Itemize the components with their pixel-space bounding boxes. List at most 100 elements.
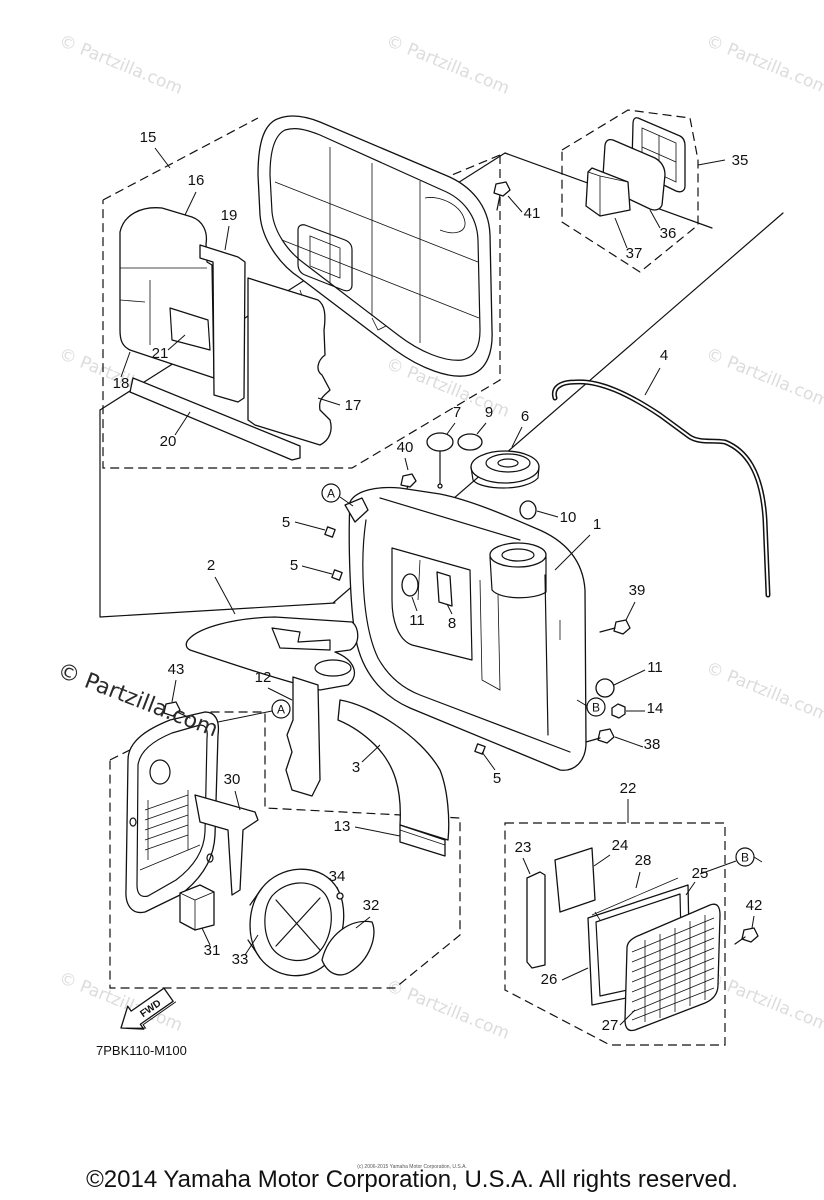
group-outline-22	[504, 822, 726, 1046]
callout-label: 25	[692, 865, 709, 882]
part-8-drawing	[436, 571, 453, 607]
callout-label: 6	[521, 408, 529, 425]
callout-label: 23	[515, 839, 532, 856]
part-5-drawing	[331, 569, 343, 581]
reference-mark-a: A	[271, 699, 291, 719]
part-31-drawing	[179, 884, 215, 931]
callout-label: 19	[221, 207, 238, 224]
reference-mark-b: B	[586, 697, 606, 717]
callout-label: 37	[626, 245, 643, 262]
reference-mark-label: B	[741, 851, 749, 865]
part-5-drawing	[324, 526, 336, 538]
callout-label: 28	[635, 852, 652, 869]
callout-label: 32	[363, 897, 380, 914]
callout-label: 15	[140, 129, 157, 146]
part-2-drawing	[185, 616, 359, 691]
watermark-text: © Partzilla.com	[703, 31, 824, 99]
part-5-drawing	[474, 743, 486, 755]
part-30-drawing	[194, 794, 259, 896]
part-14-drawing	[611, 703, 626, 719]
part-6-drawing	[470, 450, 540, 489]
reference-mark-label: B	[592, 701, 600, 715]
reference-marks: A A B B	[271, 483, 755, 867]
part-41-drawing	[493, 181, 511, 211]
callout-label: 2	[207, 557, 215, 574]
callout-label: 11	[409, 612, 425, 629]
callout-label: 1	[593, 516, 601, 533]
callout-label: 13	[334, 818, 351, 835]
callout-label: 39	[629, 582, 646, 599]
part-38-drawing	[585, 728, 615, 744]
fine-print: (c) 2006-2015 Yamaha Motor Corporation, …	[357, 1164, 467, 1170]
callout-labels: 15 16 19 21 18 20 17 41 35 36 37 4 7 9 6…	[113, 129, 763, 1034]
callout-label: 33	[232, 951, 249, 968]
reference-mark-b: B	[735, 847, 755, 867]
part-20-drawing	[129, 377, 301, 461]
callout-label: 40	[397, 439, 414, 456]
callout-label: 18	[113, 375, 130, 392]
part-19-drawing	[199, 244, 246, 403]
callout-label: 24	[612, 837, 629, 854]
diagram-code: 7PBK110-M100	[96, 1043, 187, 1058]
leader-lines	[120, 147, 763, 1026]
callout-label: 9	[485, 404, 493, 421]
callout-label: 30	[224, 771, 241, 788]
callout-label: 34	[329, 868, 346, 885]
part-12-drawing	[285, 676, 321, 797]
callout-label: 14	[647, 700, 664, 717]
part-27-drawing	[624, 903, 721, 1032]
callout-label: 17	[345, 397, 362, 414]
part-34-drawing	[336, 892, 344, 900]
callout-label: 36	[660, 225, 677, 242]
group-outline-30	[109, 711, 461, 989]
callout-label: 5	[290, 557, 298, 574]
callout-label: 41	[524, 205, 541, 222]
callout-label: 10	[560, 509, 577, 526]
part-4-drawing	[551, 379, 771, 598]
part-39-drawing	[599, 619, 631, 635]
copyright-notice: ©2014 Yamaha Motor Corporation, U.S.A. A…	[86, 1166, 738, 1193]
callout-label: 11	[647, 659, 663, 676]
part-37-drawing	[585, 167, 631, 217]
watermark-text-dark: © Partzilla.com	[54, 658, 221, 742]
forward-arrow-icon: FWD	[120, 987, 177, 1030]
callout-label: 5	[493, 770, 501, 787]
callout-label: 5	[282, 514, 290, 531]
callout-label: 3	[352, 759, 360, 776]
part-13-drawing	[399, 824, 446, 857]
watermark-text: © Partzilla.com	[703, 344, 824, 412]
part-10-drawing	[519, 500, 537, 520]
reference-mark-a: A	[321, 483, 341, 503]
callout-label: 4	[660, 347, 668, 364]
part-7-drawing	[426, 432, 454, 489]
callout-label: 16	[188, 172, 205, 189]
watermark-text: © Partzilla.com	[56, 31, 185, 99]
callout-label: 42	[746, 897, 763, 914]
part-11-drawing	[595, 678, 615, 698]
cover-panel-drawing	[125, 711, 220, 914]
group-outline-35	[561, 109, 699, 273]
callout-label: 22	[620, 780, 637, 797]
part-3-drawing	[337, 699, 450, 841]
reference-mark-label: A	[277, 703, 285, 717]
part-28-drawing	[591, 877, 679, 921]
part-23-drawing	[526, 871, 546, 969]
callout-label: 35	[732, 152, 749, 169]
watermark-text: © Partzilla.com	[703, 658, 824, 726]
part-9-drawing	[457, 433, 483, 451]
reference-mark-label: A	[327, 487, 335, 501]
part-24-drawing	[554, 847, 596, 913]
callout-label: 12	[255, 669, 272, 686]
callout-label: 21	[152, 345, 169, 362]
part-16-drawing	[119, 207, 215, 379]
part-1-drawing	[344, 486, 587, 771]
callout-label: 38	[644, 736, 661, 753]
part-15-drawing	[257, 115, 493, 377]
watermark-text: © Partzilla.com	[703, 968, 824, 1036]
callout-label: 7	[453, 404, 461, 421]
group-outline-15	[102, 117, 501, 469]
part-42-drawing	[734, 927, 759, 945]
part-32-drawing	[321, 920, 375, 976]
callout-label: 20	[160, 433, 177, 450]
